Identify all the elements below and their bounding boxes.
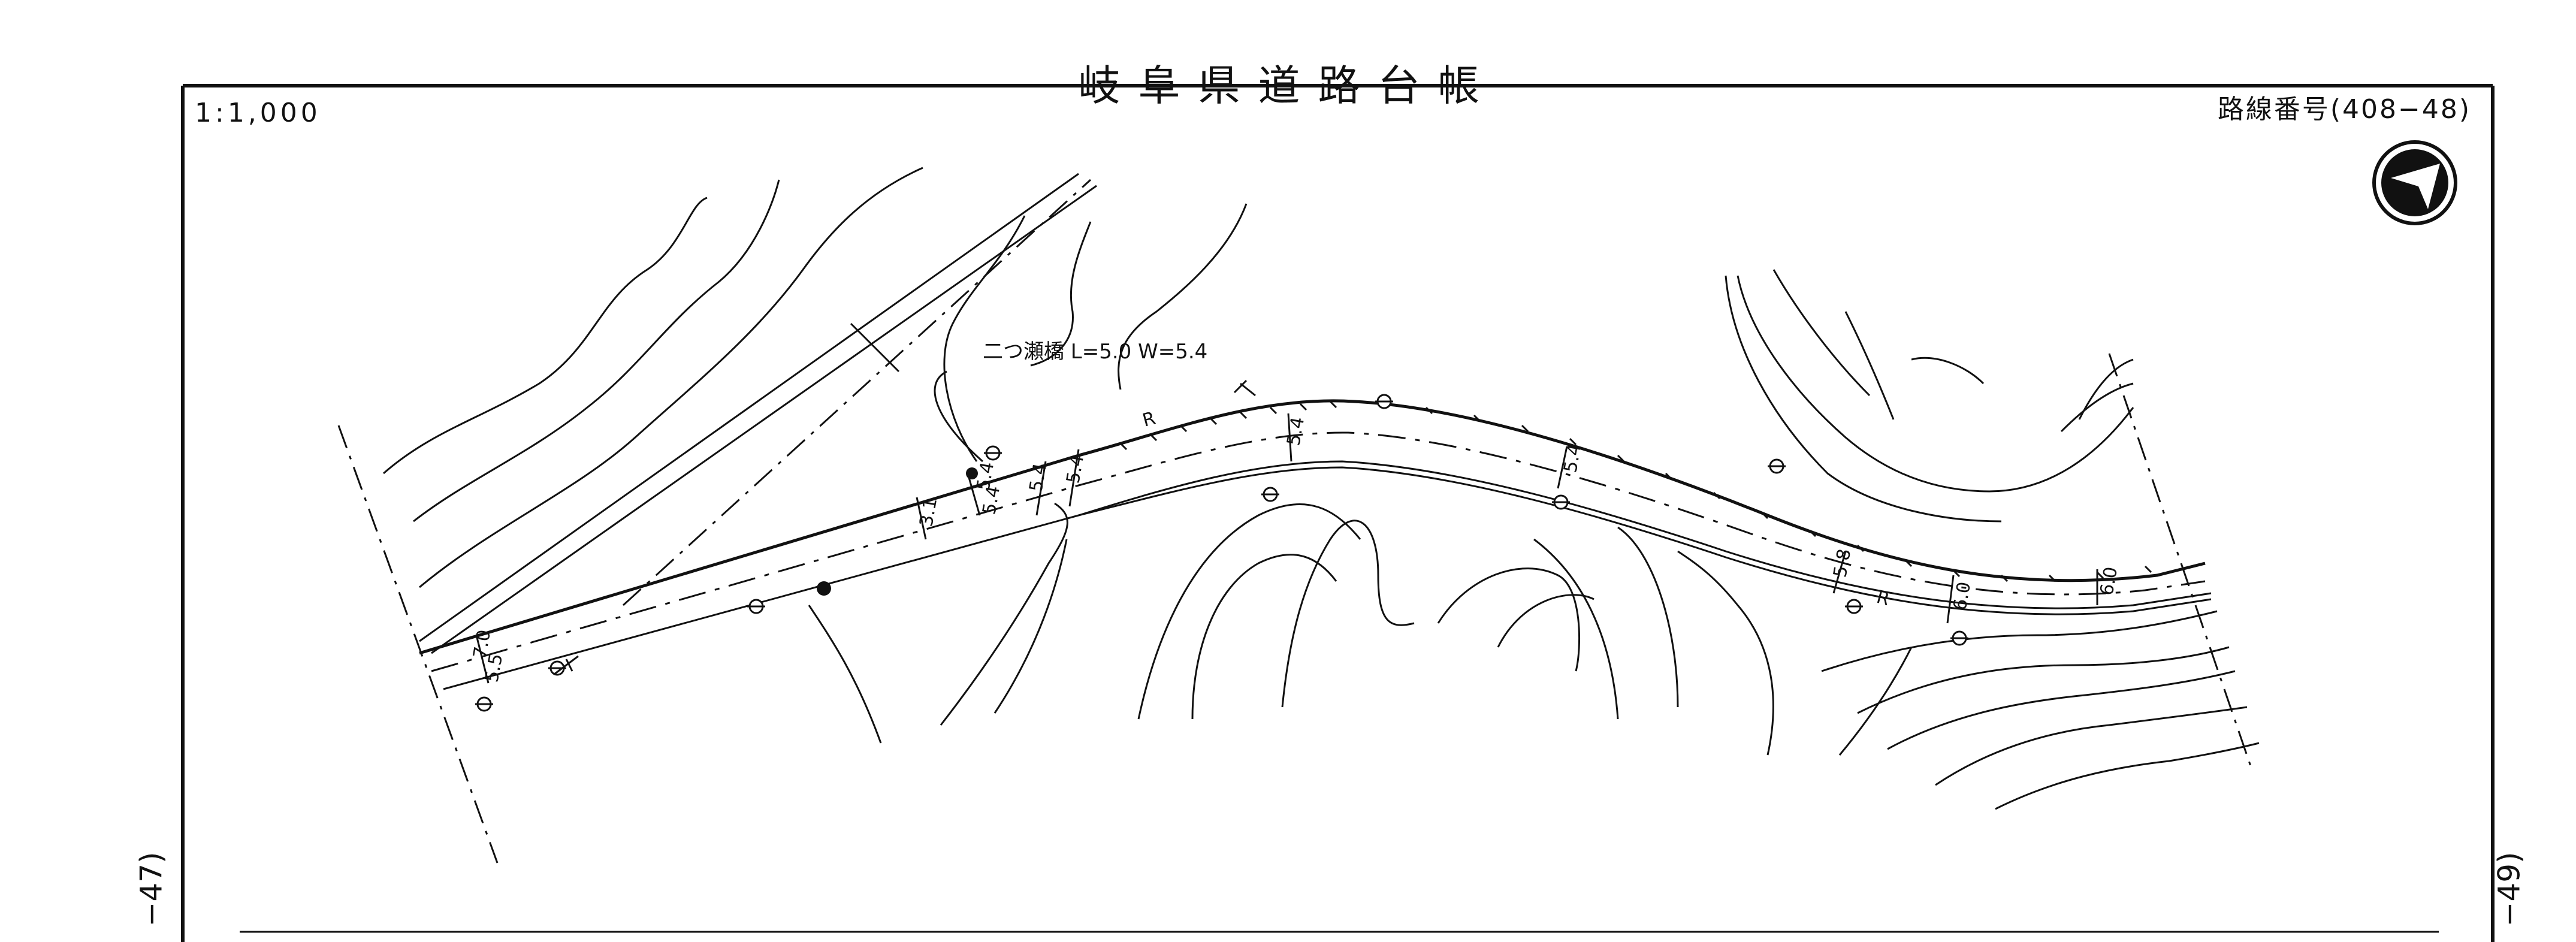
width-measurements [475, 413, 2098, 684]
benchmark-icon [966, 467, 978, 479]
utility-pole-icon [1552, 494, 1570, 510]
contour-lines [383, 167, 1248, 588]
bridge [1035, 449, 1080, 516]
width-label: 3.1 [916, 496, 941, 528]
utility-pole-icon [747, 599, 765, 614]
benchmark-icon [817, 581, 831, 596]
utility-pole-icon [1261, 487, 1279, 502]
width-label: 5.4 [1025, 461, 1051, 493]
road-sign-icon [554, 655, 579, 675]
side-road [419, 173, 1097, 654]
width-label: 5.5 [481, 652, 507, 684]
utility-pole-icon [1950, 630, 1968, 646]
width-labels: 5.4 5.4 5.4 5.4 5.4 3.1 5.4 7.0 5.5 5.8 … [469, 415, 2122, 684]
utility-pole-icon [475, 696, 493, 712]
contour-lines-right [1725, 269, 2260, 810]
north-arrow-icon [2372, 140, 2457, 225]
width-label: 6.0 [2096, 565, 2122, 597]
map-frame [181, 84, 2495, 942]
width-label: 6.0 [1949, 580, 1975, 612]
road-sign-icon [1233, 379, 1256, 397]
route-number: 路線番号(408−48) [2217, 94, 2471, 125]
utility-pole-icon [1375, 394, 1393, 409]
contour-lines-lower [808, 502, 1913, 756]
sheet-boundary-lines [337, 353, 2254, 864]
utility-pole-icon [1768, 458, 1786, 474]
benchmarks [817, 467, 978, 596]
main-road [419, 399, 2212, 690]
width-label: 5.4 [1560, 442, 1586, 474]
width-label: 5.4 [979, 484, 1004, 516]
width-label: 5.8 [1829, 547, 1855, 579]
utility-poles [475, 394, 1968, 712]
width-label: 5.4 [1283, 415, 1309, 447]
utility-pole-icon [984, 445, 1002, 461]
utility-pole-icon [1845, 599, 1863, 614]
map-scale: 1:1,000 [195, 98, 321, 128]
curve-radius-label: R [1140, 408, 1158, 431]
width-label: 7.0 [469, 628, 495, 660]
bridge-name-label: 二つ瀬橋 L=5.0 W=5.4 [983, 340, 1207, 364]
width-label: 5.4 [1062, 453, 1088, 485]
